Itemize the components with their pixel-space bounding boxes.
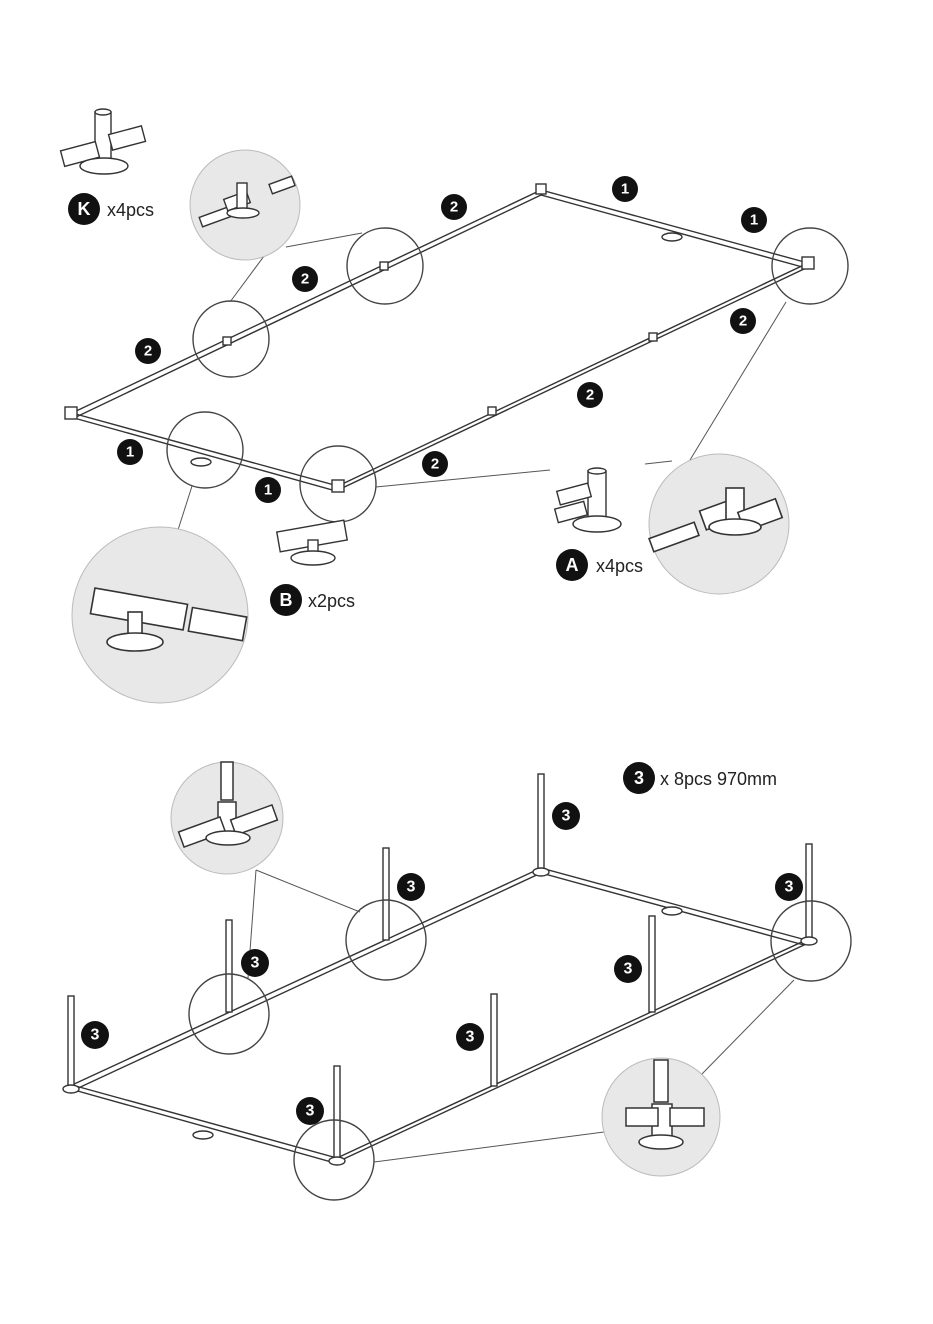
badge-3: 3 [407,879,416,896]
badge-3: 3 [251,955,260,972]
part-k-legend: K x4pcs [61,109,154,225]
badge-3: 3 [562,808,571,825]
part-pole-legend: 3 x 8pcs 970mm [623,762,777,794]
base-connector-icon [277,520,347,565]
part-b-qty: x2pcs [308,591,355,611]
badge-2: 2 [450,199,458,216]
badge-pole: 3 [634,768,644,788]
badge-2: 2 [301,271,309,288]
detail-bubble-b [72,527,248,703]
part-b-legend: B x2pcs [270,520,355,616]
badge-3: 3 [624,961,633,978]
badge-b: B [280,590,293,610]
badge-3: 3 [91,1027,100,1044]
part-k-qty: x4pcs [107,200,154,220]
tee-connector-icon [61,109,146,174]
part-a-legend: A x4pcs [555,468,643,581]
rail-joints [65,184,814,492]
detail-bubble-pole-top [171,762,283,874]
badge-2: 2 [144,343,152,360]
badge-3: 3 [306,1103,315,1120]
detail-bubble-k [190,150,300,260]
badge-2: 2 [586,387,594,404]
badge-3: 3 [785,879,794,896]
badge-1: 1 [750,212,758,229]
part-pole-qty: x 8pcs 970mm [660,769,777,789]
part-a-qty: x4pcs [596,556,643,576]
detail-bubble-a [649,454,789,594]
callout-circles-bottom [189,900,851,1200]
badge-a: A [566,555,579,575]
corner-connector-icon [555,468,621,532]
detail-bubble-pole-bottom [602,1058,720,1176]
badge-1: 1 [126,444,134,461]
badge-k: K [78,199,91,219]
badge-2: 2 [739,313,747,330]
badge-1: 1 [621,181,629,198]
badge-1: 1 [264,482,272,499]
badge-2: 2 [431,456,439,473]
frame-rails [72,190,808,491]
badge-3: 3 [466,1029,475,1046]
